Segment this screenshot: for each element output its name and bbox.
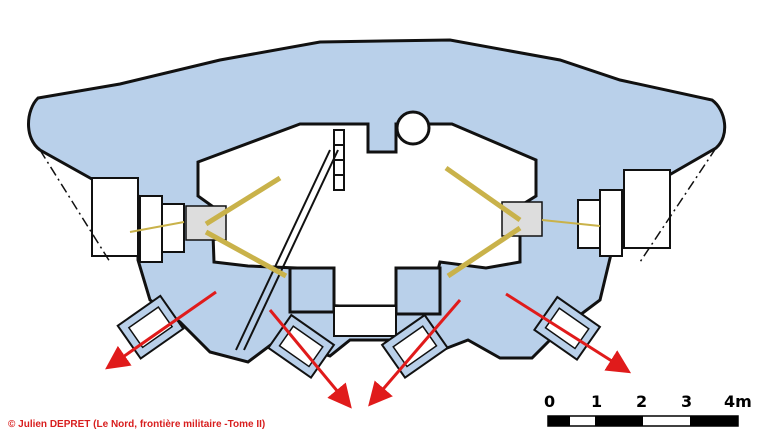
left-pillar	[288, 266, 336, 314]
diagonal-wall	[235, 149, 331, 351]
scale-segment-1	[548, 416, 570, 426]
observation-bell	[395, 110, 431, 146]
embrasure-left-outer	[116, 294, 185, 360]
scale-label-2: 2	[636, 392, 648, 411]
fire-arrow-4	[505, 292, 632, 374]
copyright-credit: © Julien DEPRET (Le Nord, frontière mili…	[8, 419, 266, 430]
fire-arrow-2	[268, 309, 352, 409]
diagonal-wall-inner	[243, 149, 339, 351]
entrance-corridor	[333, 305, 397, 337]
scale-bar	[547, 415, 739, 427]
scale-label-3: 3	[681, 392, 693, 411]
right-gun	[444, 165, 601, 279]
ladder	[333, 129, 345, 191]
fire-arrow-1	[105, 290, 217, 370]
dash-dot-outline	[39, 147, 717, 263]
embrasure-right-inner	[380, 313, 450, 380]
scale-segment-2	[595, 416, 643, 426]
scale-label-0: 0	[544, 392, 556, 411]
left-wing	[91, 177, 185, 263]
scale-label-4m: 4m	[724, 392, 752, 411]
scale-label-1: 1	[591, 392, 603, 411]
right-pillar	[394, 266, 442, 316]
left-gun	[129, 175, 288, 279]
scale-segment-3	[690, 416, 738, 426]
fire-arrow-3	[368, 299, 462, 407]
